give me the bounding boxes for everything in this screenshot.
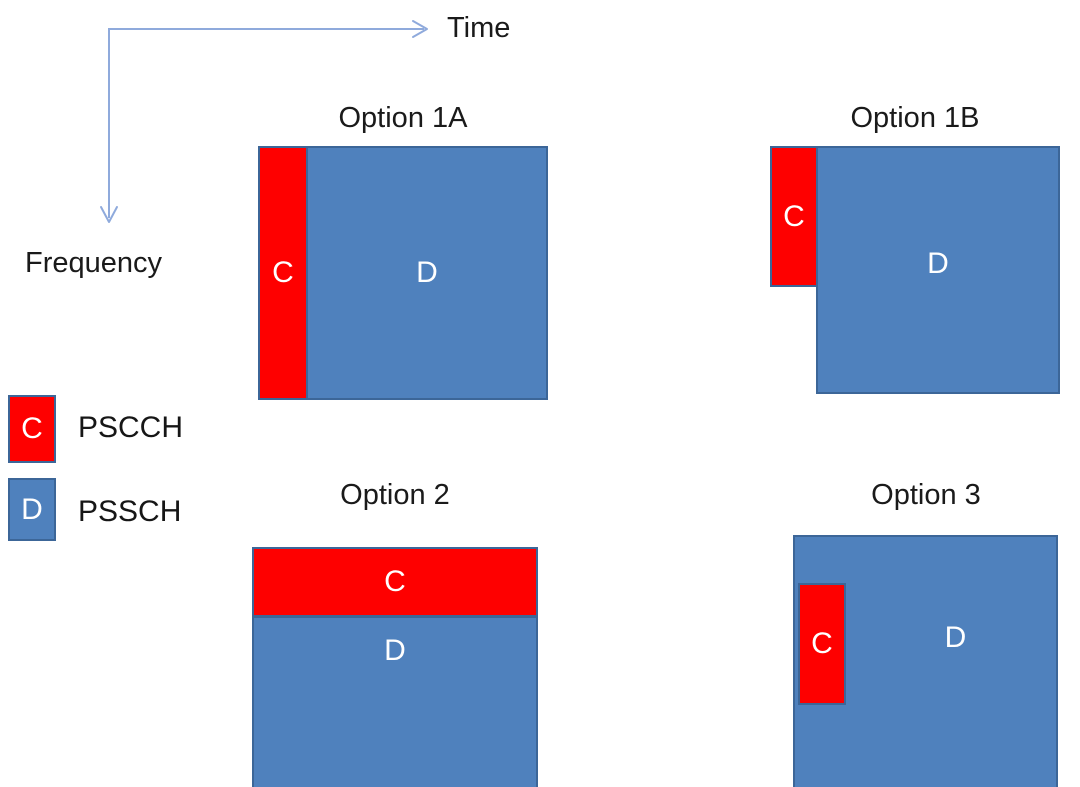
block-letter-c-option-1b: C [783, 199, 805, 233]
legend-label-pscch: PSCCH [78, 411, 184, 444]
block-letter-d-option-1b: D [927, 247, 949, 280]
panel-title-option-1b: Option 1B [850, 102, 980, 134]
block-letter-c-option-3: C [811, 627, 833, 660]
block-pscch-option-1a: C [258, 146, 308, 400]
block-letter-d-option-1a: D [416, 256, 438, 289]
block-pssch-option-1a: D [306, 146, 548, 400]
legend-label-pssch: PSSCH [78, 495, 182, 528]
block-pssch-option-1b: D [816, 146, 1060, 394]
block-letter-c-option-2: C [384, 565, 406, 598]
panel-title-option-1a: Option 1A [338, 102, 468, 134]
time-axis-arrow [108, 20, 428, 38]
legend-swatch-pssch: D [8, 478, 56, 541]
block-pssch-option-2: D [252, 616, 538, 787]
frequency-axis-arrow [100, 28, 118, 223]
legend-swatch-letter-c: C [21, 412, 43, 445]
frequency-axis-label: Frequency [25, 247, 163, 279]
block-pscch-option-1b: C [770, 146, 818, 287]
block-pscch-option-3: C [798, 583, 846, 705]
block-letter-c-option-1a: C [272, 256, 294, 289]
time-axis-label: Time [447, 12, 511, 44]
panel-title-option-3: Option 3 [871, 479, 981, 511]
panel-title-option-2: Option 2 [340, 479, 450, 511]
block-letter-d-option-3: D [944, 620, 967, 654]
legend-swatch-letter-d: D [21, 492, 43, 526]
block-pscch-option-2: C [252, 547, 538, 617]
legend-swatch-pscch: C [8, 395, 56, 463]
block-letter-d-option-2: D [384, 634, 406, 667]
